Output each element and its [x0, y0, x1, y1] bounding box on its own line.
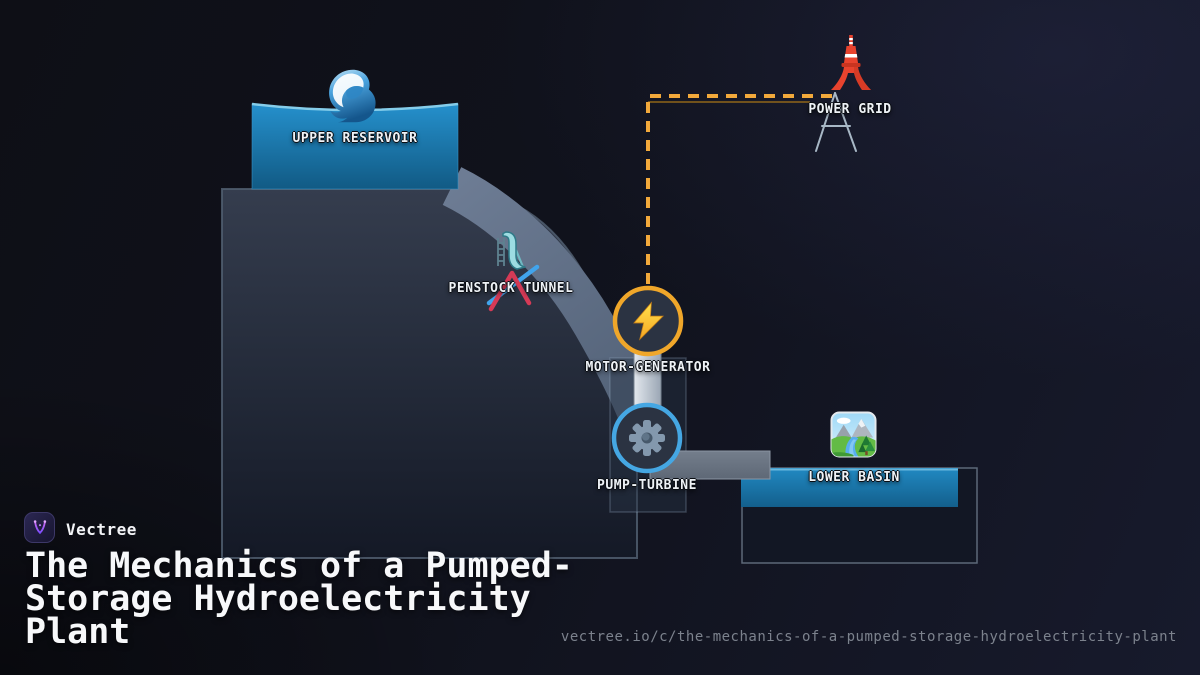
brand-name: Vectree — [66, 520, 137, 539]
vectree-logo-icon — [33, 519, 46, 534]
title-line-3: Plant — [25, 612, 131, 652]
page-title: The Mechanics of a Pumped- Storage Hydro… — [25, 546, 573, 652]
title-line-2: Storage Hydroelectricity — [25, 579, 531, 619]
upper-reservoir-label: UPPER RESERVOIR — [292, 131, 418, 146]
drive-shaft — [633, 349, 662, 409]
pylon-frame — [815, 92, 857, 152]
title-line-1: The Mechanics of a Pumped- — [25, 546, 573, 586]
mountain-body — [221, 188, 638, 559]
wave-icon — [329, 69, 376, 123]
landscape-icon — [830, 411, 877, 458]
lower-basin-water — [741, 468, 958, 507]
penstock-tunnel-label: PENSTOCK TUNNEL — [448, 281, 574, 296]
slide-icon — [497, 231, 526, 270]
gear-icon — [629, 420, 665, 456]
tokyo-tower-icon — [831, 35, 871, 90]
power-grid-label: POWER GRID — [808, 102, 892, 117]
motor-generator-label: MOTOR-GENERATOR — [585, 360, 711, 375]
pump-turbine-label: PUMP-TURBINE — [597, 478, 697, 493]
lightning-icon — [633, 301, 664, 341]
grid-connector — [646, 94, 832, 287]
pump-flow-arrow — [488, 270, 532, 312]
footer-url: vectree.io/c/the-mechanics-of-a-pumped-s… — [560, 629, 1177, 645]
vectree-logo — [24, 512, 55, 543]
lower-basin-label: LOWER BASIN — [808, 470, 900, 485]
